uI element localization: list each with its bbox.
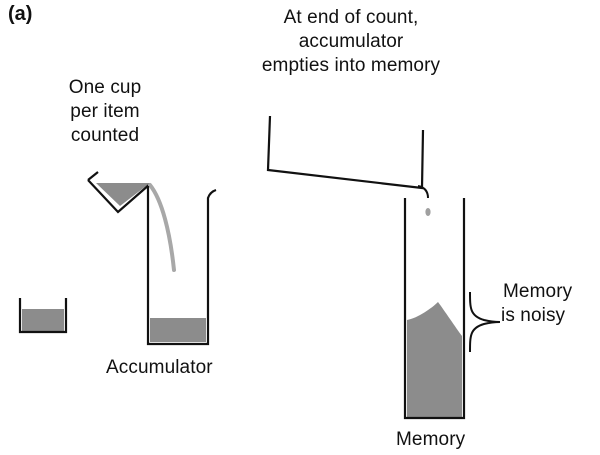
pouring-cup-outline — [87, 179, 151, 214]
end-of-count-line-2: accumulator — [298, 31, 404, 52]
emptying-lip — [417, 185, 429, 199]
end-of-count-label: At end of count, accumulator empties int… — [226, 6, 476, 78]
small-cup-outline — [18, 298, 68, 334]
accumulator-beaker — [146, 186, 217, 346]
cup-label-line-3: counted — [70, 125, 140, 146]
pouring-cup-rim — [87, 171, 99, 181]
pour-stream — [148, 183, 176, 272]
memory-noisy-line-1: Memory — [503, 281, 573, 302]
emptying-accumulator — [266, 115, 431, 216]
accumulator-fill — [150, 318, 206, 342]
memory-tank — [403, 198, 466, 420]
pouring-cup — [87, 171, 151, 214]
memory-noisy-line-2: is noisy — [501, 305, 566, 326]
memory-fill — [407, 302, 462, 417]
cup-label-line-1: One cup — [68, 77, 142, 98]
end-of-count-line-3: empties into memory — [261, 55, 441, 76]
panel-label: (a) — [8, 3, 33, 25]
emptying-accumulator-outline — [266, 115, 425, 190]
small-cup-fill — [22, 309, 64, 332]
accumulator-label: Accumulator — [106, 357, 213, 378]
cup-label: One cup per item counted — [50, 76, 160, 148]
memory-noisy-label: Memory is noisy — [501, 280, 573, 328]
pouring-cup-liquid — [96, 183, 150, 206]
noise-curve — [469, 291, 501, 353]
memory-label: Memory — [396, 429, 466, 450]
memory-outline — [403, 198, 466, 420]
end-of-count-line-1: At end of count, — [283, 7, 419, 28]
drip-drop — [425, 208, 431, 216]
small-cup — [18, 298, 68, 334]
cup-label-line-2: per item — [70, 101, 140, 122]
accumulator-outline — [146, 186, 217, 346]
